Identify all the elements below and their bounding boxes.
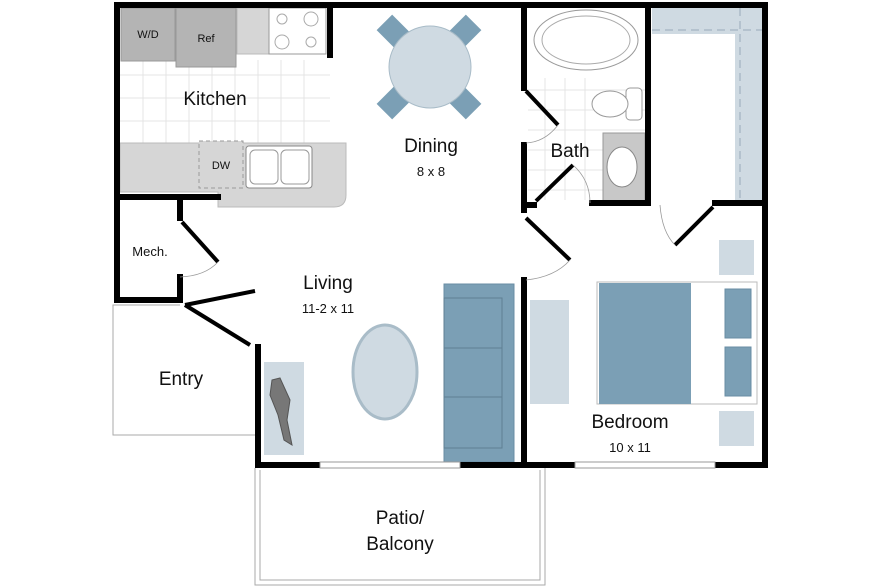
windows — [319, 461, 716, 469]
walls — [114, 2, 768, 468]
patio-outline — [254, 468, 546, 586]
coffee-table — [351, 323, 419, 421]
kitchen-label: Kitchen — [183, 89, 246, 110]
patio-label-line1: Patio/ — [376, 508, 425, 529]
bed — [596, 281, 758, 405]
dishwasher — [198, 140, 244, 189]
dishwasher-label: DW — [212, 160, 231, 172]
living-size: 11-2 x 11 — [302, 301, 354, 316]
nightstand — [719, 411, 754, 446]
refrigerator-label: Ref — [197, 33, 215, 45]
dining-label: Dining — [404, 136, 458, 157]
refrigerator — [175, 7, 237, 68]
bathtub — [533, 9, 639, 71]
dining-size: 8 x 8 — [417, 164, 445, 179]
side-table-with-plant — [264, 362, 304, 455]
washer-dryer — [120, 7, 176, 62]
stove — [268, 7, 327, 55]
bath-label: Bath — [550, 141, 589, 162]
dining-table — [376, 14, 482, 120]
bathroom-sink — [602, 132, 646, 202]
living-label: Living — [303, 273, 353, 294]
counter-top — [236, 7, 270, 55]
patio-label-line2: Balcony — [366, 534, 434, 555]
bedroom-label: Bedroom — [591, 412, 668, 433]
entry-outline — [112, 304, 255, 436]
nightstand — [719, 240, 754, 275]
doors — [179, 89, 715, 347]
bedroom-size: 10 x 11 — [609, 440, 651, 455]
dresser — [530, 300, 569, 404]
washer-dryer-label: W/D — [137, 29, 158, 41]
toilet — [591, 87, 643, 121]
sofa — [443, 283, 515, 463]
entry-label: Entry — [159, 369, 204, 390]
closet-shelves — [652, 8, 762, 200]
mech-label: Mech. — [132, 244, 167, 259]
kitchen-sink — [245, 145, 313, 189]
